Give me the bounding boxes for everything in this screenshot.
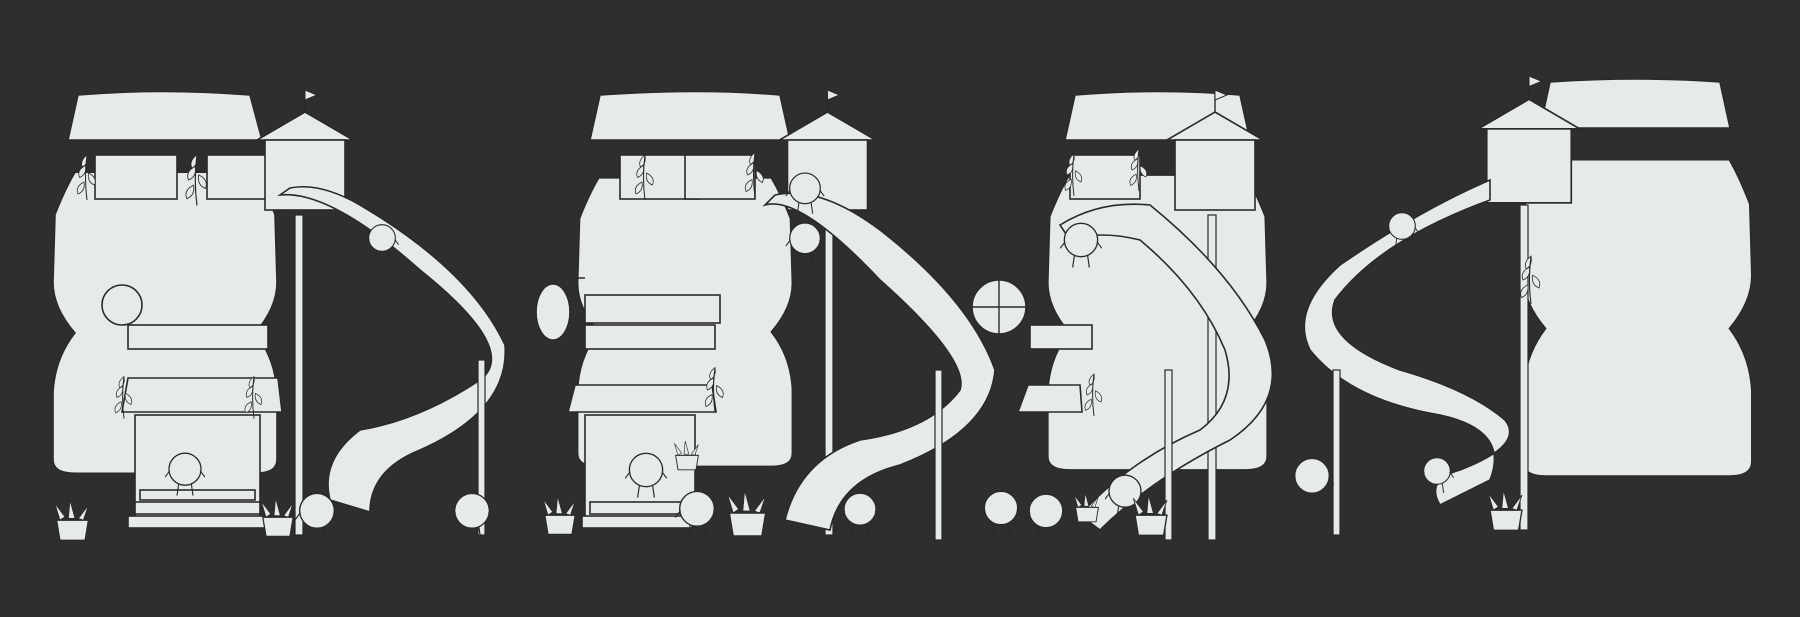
upper-window <box>94 154 178 200</box>
shop-awning <box>121 377 283 413</box>
bottle-cap <box>67 90 264 141</box>
view-front <box>52 90 507 542</box>
spiral-slide <box>277 185 507 514</box>
upper-window <box>206 154 268 200</box>
view-side <box>965 90 1274 541</box>
view-three-quarter <box>535 90 996 541</box>
view-back <box>1290 76 1753 536</box>
